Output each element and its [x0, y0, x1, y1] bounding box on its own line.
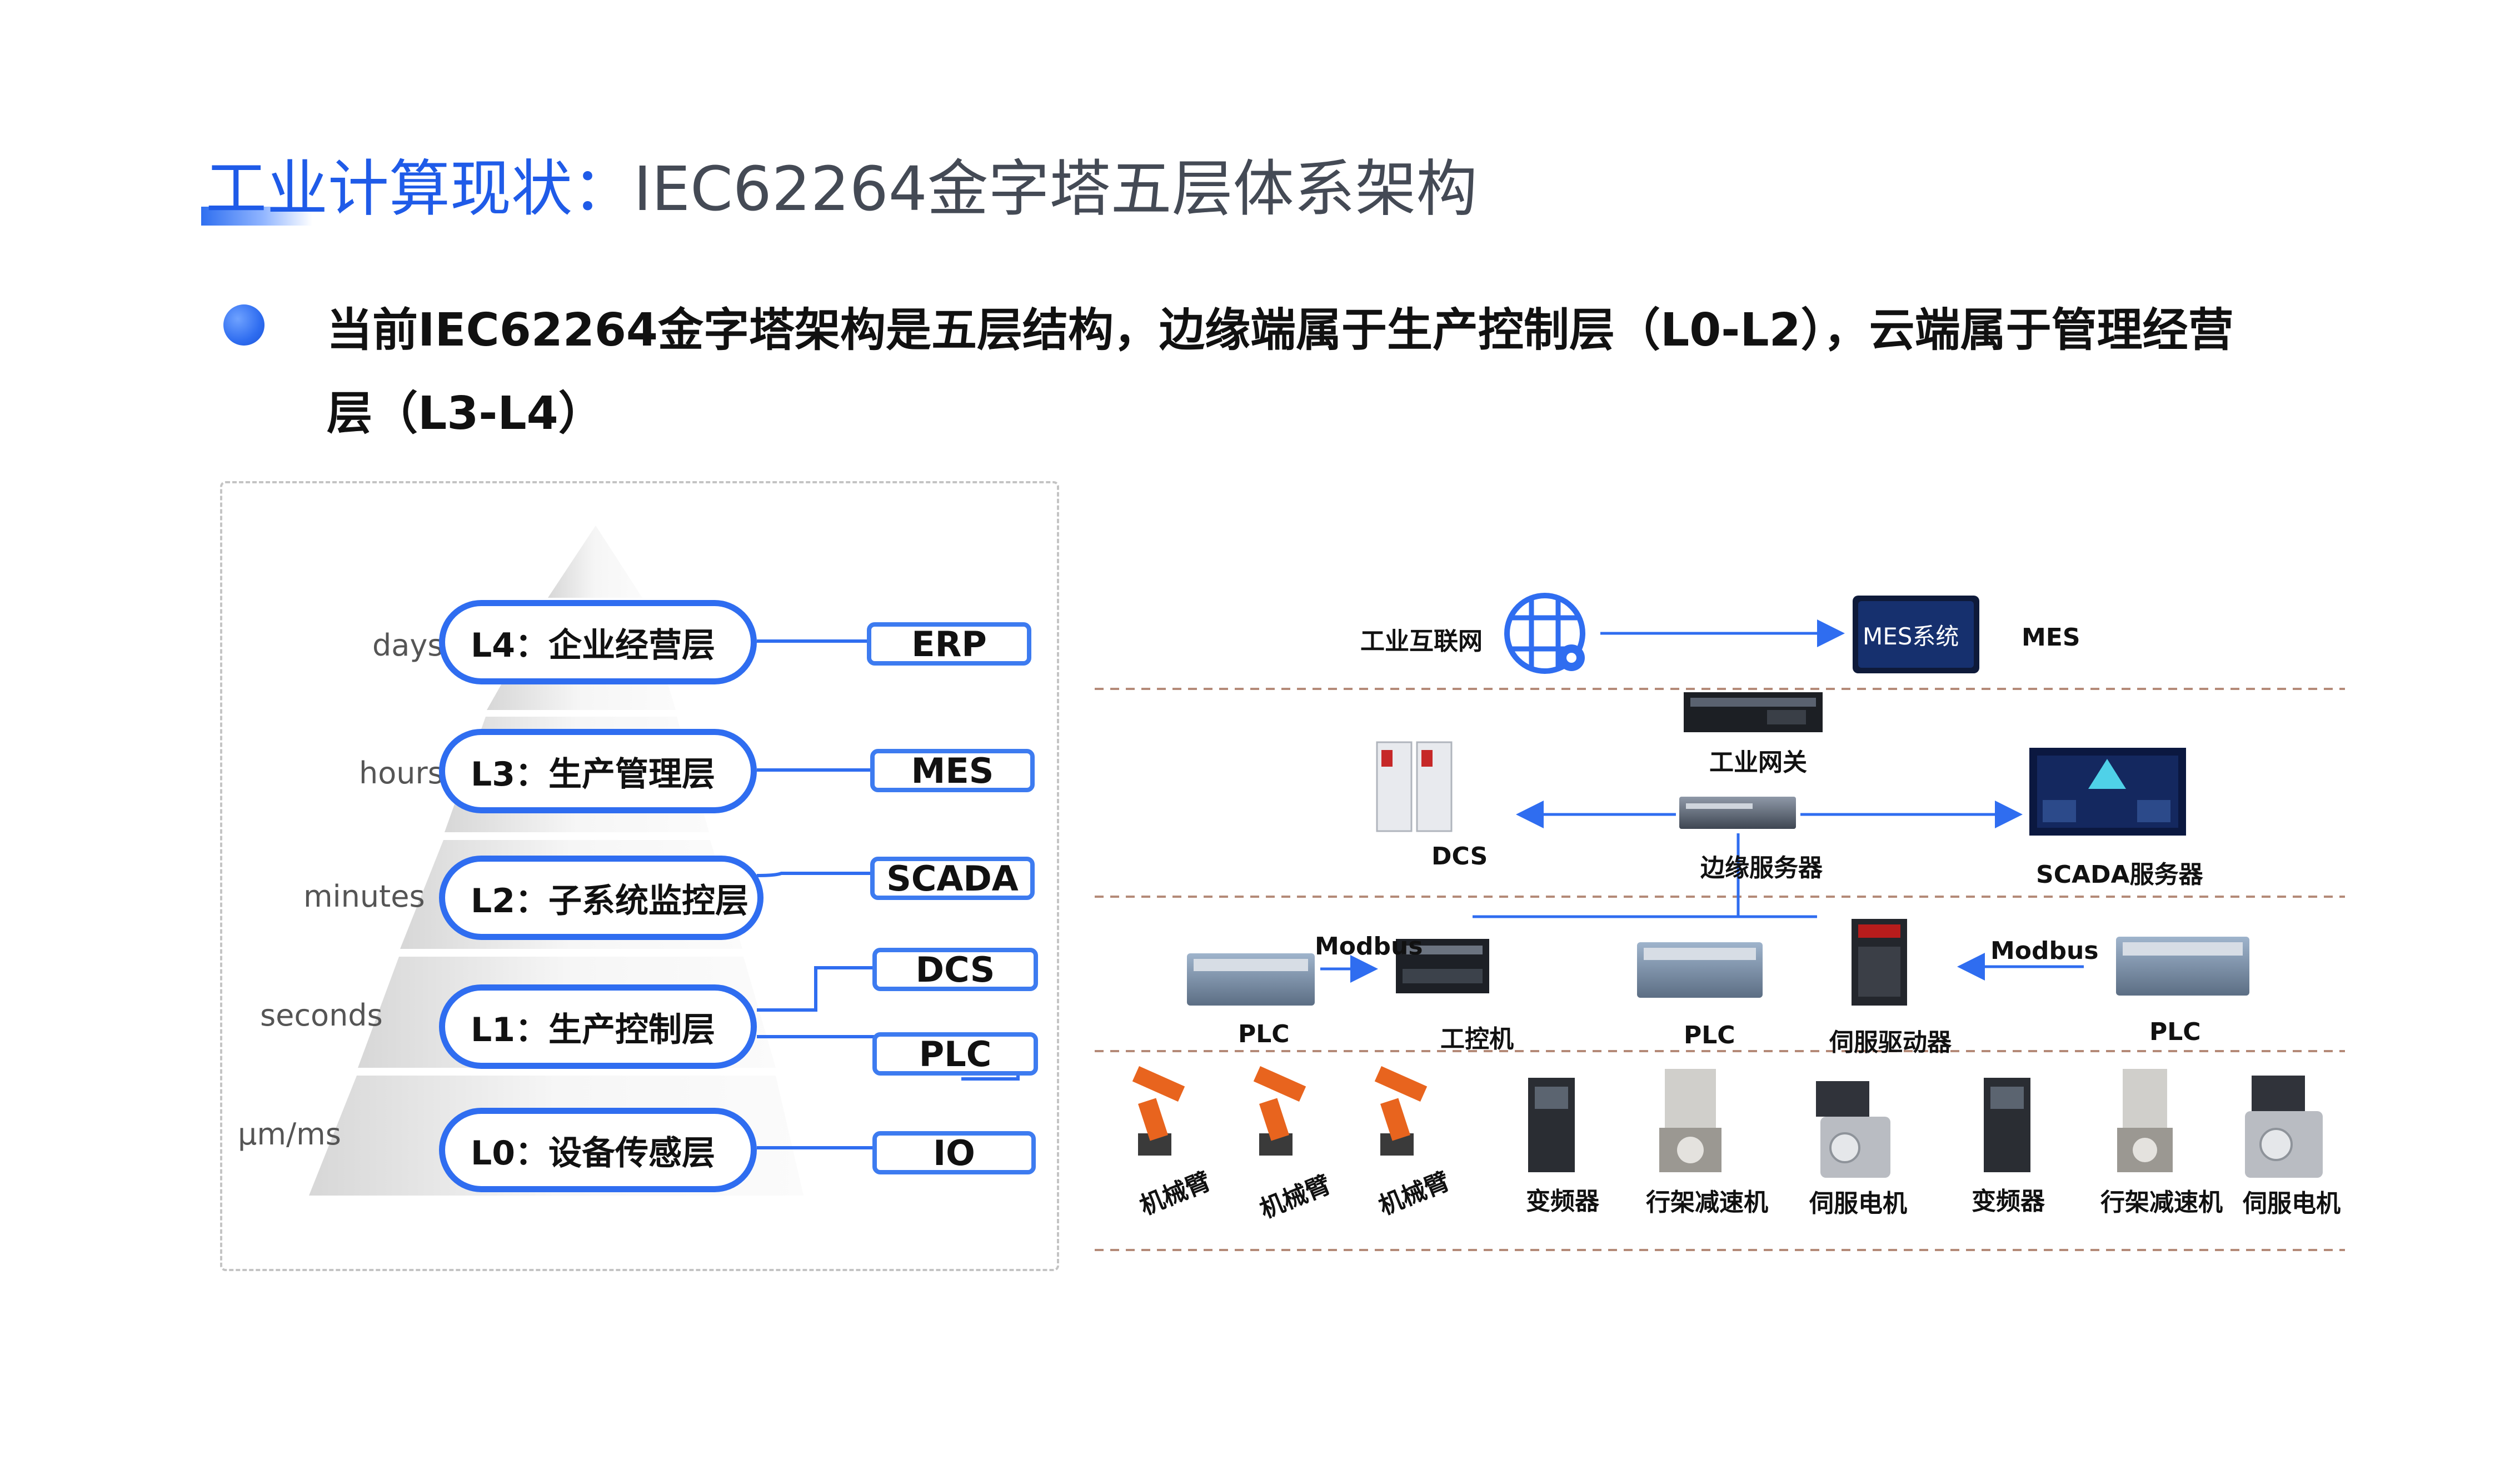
label-truss-reducer-2: 行架减速机 [2100, 1188, 2223, 1217]
time-label-seconds: seconds [260, 998, 383, 1033]
label-servo-driver: 伺服驱动器 [1829, 1028, 1952, 1057]
page-title-main: IEC62264金字塔五层体系架构 [633, 153, 1478, 224]
label-modbus-1: Modbus [1315, 932, 1423, 961]
pyramid-band-l4 [548, 526, 642, 598]
robot-arm-1-icon [1132, 1066, 1185, 1156]
connector-l2-scada [756, 872, 874, 877]
pyramid-panel [220, 481, 1059, 1271]
level-pill-l1: L1：生产控制层 [439, 984, 757, 1069]
mes-system-screen [1853, 596, 1979, 673]
edge-server-device [1679, 797, 1796, 829]
label-plc-1: PLC [1238, 1020, 1290, 1048]
bullet-text: 当前IEC62264金字塔架构是五层结构，边缘端属于生产控制层（L0-L2），云… [327, 304, 2234, 440]
label-mes-screen: MES系统 [1863, 623, 1959, 650]
inverter-1-device [1528, 1078, 1575, 1172]
label-plc-3: PLC [2149, 1018, 2201, 1046]
plc-device-1 [1187, 953, 1315, 1006]
label-servo-motor-2: 伺服电机 [2243, 1189, 2341, 1218]
ipc-device [1396, 939, 1489, 993]
industrial-internet-globe-icon [1504, 593, 1585, 674]
time-label-minutes: minutes [303, 879, 425, 914]
label-truss-reducer-1: 行架减速机 [1646, 1188, 1768, 1217]
page-title-prefix: 工业计算现状： [206, 153, 633, 224]
robot-arm-2-icon [1253, 1066, 1306, 1156]
truss-reducer-1-device [1659, 1069, 1721, 1172]
industrial-gateway-device [1684, 692, 1823, 732]
label-ipc: 工控机 [1440, 1025, 1514, 1053]
label-inverter-1: 变频器 [1526, 1187, 1599, 1216]
label-dcs: DCS [1431, 842, 1488, 871]
label-inverter-2: 变频器 [1972, 1187, 2045, 1216]
level-pill-l2: L2：子系统监控层 [439, 856, 764, 940]
system-box-mes: MES [870, 749, 1035, 792]
time-label-hours: hours [359, 756, 443, 791]
truss-reducer-2-device [2117, 1069, 2173, 1172]
title-accent-bar [201, 207, 312, 226]
system-box-plc: PLC [872, 1032, 1038, 1076]
servo-motor-2-device [2245, 1076, 2323, 1178]
dcs-cabinet-device [1376, 741, 1453, 832]
page-title: 工业计算现状：IEC62264金字塔五层体系架构 [206, 150, 1478, 228]
label-mes: MES [2022, 623, 2080, 652]
system-box-dcs: DCS [872, 948, 1038, 991]
network-diagram [1095, 593, 2345, 1251]
connector-l1-dcs [757, 966, 875, 1012]
time-label-days: days [372, 628, 443, 663]
label-plc-2: PLC [1684, 1021, 1735, 1049]
system-box-erp: ERP [867, 622, 1031, 666]
label-edge-server: 边缘服务器 [1700, 854, 1823, 882]
level-pill-l0: L0：设备传感层 [439, 1108, 757, 1192]
label-industrial-internet: 工业互联网 [1360, 627, 1483, 656]
level-pill-l3: L3：生产管理层 [439, 729, 757, 813]
plc-device-3 [2116, 937, 2249, 996]
bullet-dot-icon [223, 304, 265, 346]
label-industrial-gateway: 工业网关 [1709, 748, 1807, 777]
label-servo-motor-1: 伺服电机 [1809, 1189, 1907, 1218]
level-pill-l4: L4：企业经营层 [439, 600, 757, 684]
servo-driver-device [1852, 919, 1907, 1006]
label-modbus-2: Modbus [1990, 937, 2099, 965]
scada-server-screen [2029, 748, 2186, 836]
plc-device-2 [1637, 942, 1763, 998]
inverter-2-device [1984, 1078, 2030, 1172]
label-scada-server: SCADA服务器 [2036, 861, 2203, 889]
system-box-io: IO [872, 1131, 1036, 1174]
robot-arm-3-icon [1374, 1066, 1428, 1156]
servo-motor-1-device [1816, 1081, 1890, 1178]
system-box-scada: SCADA [870, 857, 1035, 900]
time-label-micro: μm/ms [238, 1117, 341, 1152]
